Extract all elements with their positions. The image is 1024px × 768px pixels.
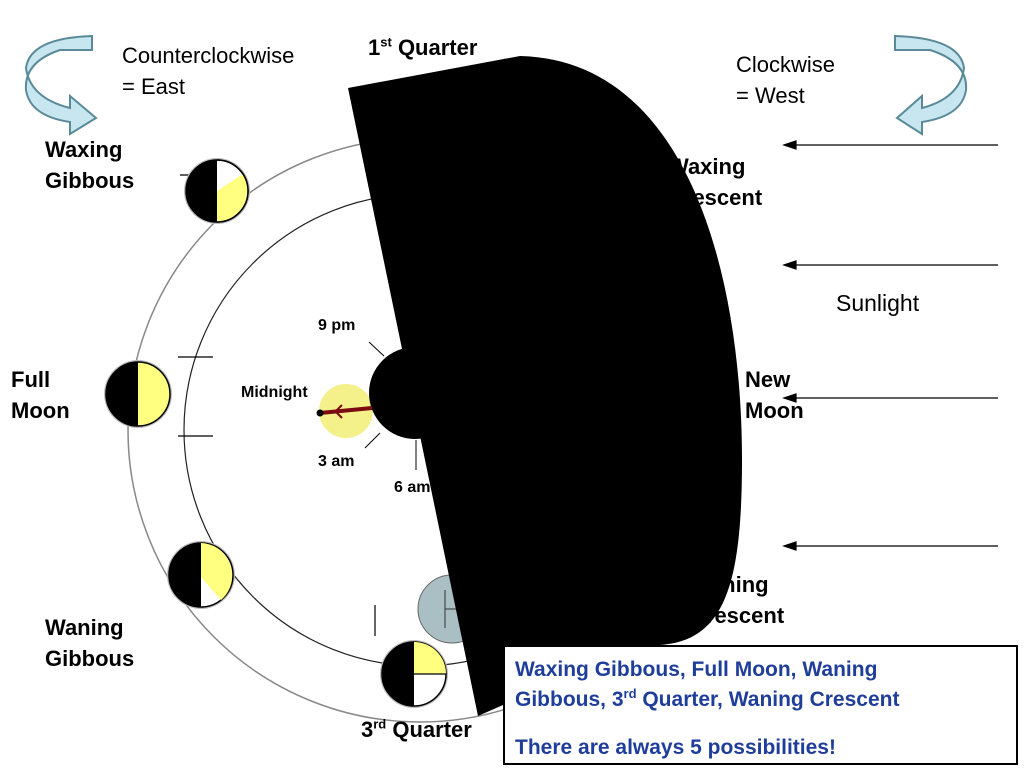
time-6am-label: 6 am [394,479,431,496]
observer-icon [316,404,373,419]
moon-third-quarter [380,640,448,708]
time-9pm-label: 9 pm [318,317,356,334]
answer-line-2: Gibbous, 3rd Quarter, Waning Crescent [515,686,900,711]
moon-waning-gibbous [167,541,235,609]
clockwise-arrow-icon [894,34,968,136]
clockwise-label: Clockwise = West [736,52,836,108]
first-quarter-label: 1st Quarter [368,34,478,60]
waning-gibbous-label: Waning Gibbous [45,615,135,671]
sunlight-arrows [782,140,998,551]
waxing-gibbous-label: Waxing Gibbous [45,137,135,193]
counterclockwise-arrow-icon [24,34,98,136]
new-moon-label: New Moon [745,367,804,423]
time-3am-label: 3 am [318,453,355,470]
counterclockwise-label: Counterclockwise = East [122,43,295,99]
sunlight-label: Sunlight [836,290,920,316]
waxing-crescent-label: Waxing Crescent [668,154,763,210]
answer-line-1: Waxing Gibbous, Full Moon, Waning [515,658,878,681]
moon-full [104,360,172,428]
time-tick-3am [364,432,381,449]
moon-waxing-gibbous [184,158,250,224]
shadow-overlay [348,56,742,716]
time-midnight-label: Midnight [241,384,308,401]
answer-box: Waxing Gibbous, Full Moon, Waning Gibbou… [503,645,1018,765]
answer-summary: There are always 5 possibilities! [515,736,836,759]
waning-crescent-label: Waning Crescent [690,572,785,628]
full-moon-label: Full Moon [11,367,70,423]
time-tick-9pm [368,341,385,357]
third-quarter-label: 3rd Quarter [361,716,472,742]
